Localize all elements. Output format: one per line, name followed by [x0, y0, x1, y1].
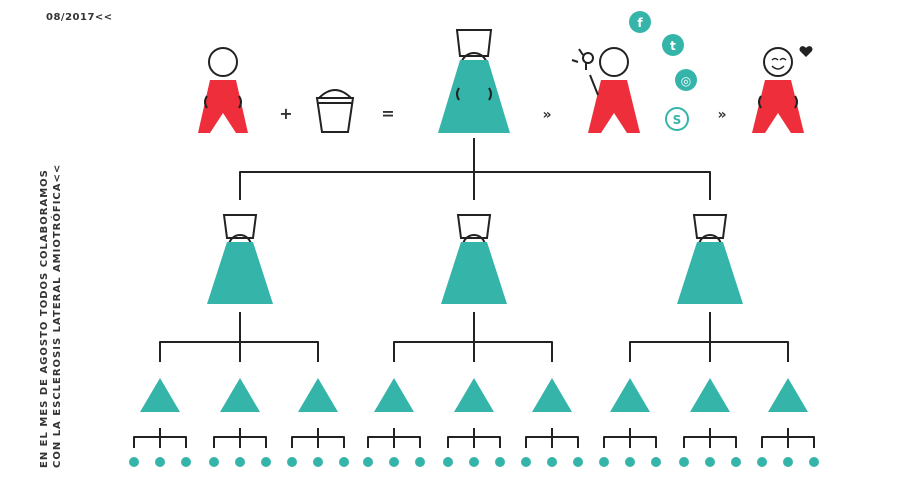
- twitter-icon: t: [662, 34, 684, 56]
- level-3-dot-9: [339, 457, 349, 467]
- level-3-dot-20: [625, 457, 635, 467]
- level-3-dot-16: [521, 457, 531, 467]
- level-3-dot-6: [261, 457, 271, 467]
- level-3-dot-23: [705, 457, 715, 467]
- level-3-dot-15: [495, 457, 505, 467]
- svg-text:S: S: [673, 113, 682, 127]
- level-3-dot-17: [547, 457, 557, 467]
- level-3-dot-22: [679, 457, 689, 467]
- person-nominating-icon: [571, 47, 640, 133]
- level-3-dot-2: [155, 457, 165, 467]
- level-1-person-2-bucket: [456, 214, 492, 239]
- level-3-dot-14: [469, 457, 479, 467]
- level-3-dot-26: [783, 457, 793, 467]
- level-3-dot-3: [181, 457, 191, 467]
- level-2-triangle-6: [532, 378, 572, 412]
- then-operator-2: »: [717, 107, 726, 123]
- level-3-dot-19: [599, 457, 609, 467]
- svg-text:f: f: [637, 16, 643, 30]
- svg-text:◎: ◎: [681, 74, 691, 88]
- level-3-dot-5: [235, 457, 245, 467]
- level-3-dot-21: [651, 457, 661, 467]
- level-1-person-3-bucket: [692, 214, 728, 239]
- person-red-icon: [198, 47, 248, 133]
- level-1-person-1-water: [207, 242, 273, 304]
- level-2-triangle-5: [454, 378, 494, 412]
- date-label: 08/2017<<: [46, 12, 113, 23]
- person-happy-icon: [752, 46, 813, 133]
- level-3-dot-7: [287, 457, 297, 467]
- equals-operator: =: [381, 104, 394, 123]
- level-2-triangle-2: [220, 378, 260, 412]
- level-2-triangle-4: [374, 378, 414, 412]
- level-3-dot-10: [363, 457, 373, 467]
- level-3-dot-1: [129, 457, 139, 467]
- level-3-dot-11: [389, 457, 399, 467]
- level-3-dot-4: [209, 457, 219, 467]
- skype-icon: S: [665, 107, 689, 131]
- level-3-dot-18: [573, 457, 583, 467]
- level-3-dot-8: [313, 457, 323, 467]
- then-operator-1: »: [542, 107, 551, 123]
- level-1-person-2-water: [441, 242, 507, 304]
- level-3-dot-24: [731, 457, 741, 467]
- level-3-dot-13: [443, 457, 453, 467]
- level-3-dot-12: [415, 457, 425, 467]
- chain-tree: [129, 138, 819, 467]
- svg-text:t: t: [670, 39, 676, 53]
- bucket-icon: [315, 89, 355, 133]
- level-2-triangle-9: [768, 378, 808, 412]
- instagram-icon: ◎: [675, 69, 697, 91]
- level-2-triangle-1: [140, 378, 180, 412]
- person-soaked-icon: [438, 29, 510, 133]
- level-2-triangle-8: [690, 378, 730, 412]
- social-icons: f t ◎ S: [629, 11, 697, 131]
- facebook-icon: f: [629, 11, 651, 33]
- level-3-dot-27: [809, 457, 819, 467]
- level-2-triangle-7: [610, 378, 650, 412]
- plus-operator: +: [279, 104, 292, 123]
- level-1-person-1-bucket: [222, 214, 258, 239]
- level-2-triangle-3: [298, 378, 338, 412]
- level-3-dot-25: [757, 457, 767, 467]
- level-1-person-3-water: [677, 242, 743, 304]
